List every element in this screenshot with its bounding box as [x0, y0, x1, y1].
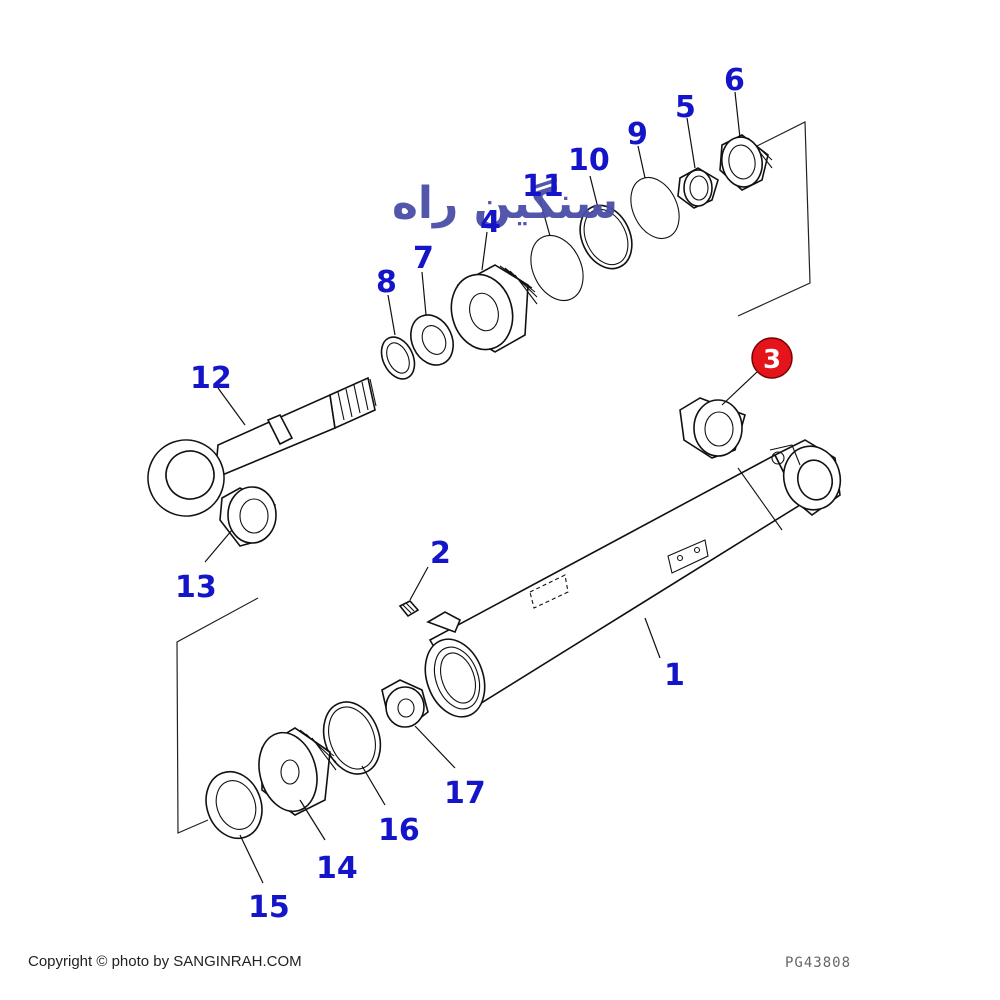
leader-line-11: [539, 199, 551, 237]
leader-line-15: [239, 834, 264, 884]
part-8-snap-ring: [380, 336, 416, 380]
leader-line-2: [409, 566, 429, 601]
callout-6: 6: [724, 63, 745, 98]
part-11-o-ring: [530, 235, 584, 301]
leader-line-17: [414, 725, 456, 769]
callout-8: 8: [376, 265, 397, 300]
leader-line-9: [637, 145, 646, 179]
leader-line-12: [217, 387, 246, 426]
part-7-seal-nut: [410, 314, 454, 366]
callout-2: 2: [430, 536, 451, 571]
leader-line-4: [481, 231, 488, 271]
part-5-bushing: [677, 167, 719, 209]
leader-line-16: [361, 765, 386, 806]
callout-10: 10: [568, 143, 610, 178]
callout-13: 13: [175, 570, 217, 605]
callout-5: 5: [675, 90, 696, 125]
part-1-cylinder-tube: [424, 439, 842, 718]
leader-line-6: [734, 91, 741, 139]
part-16-ring: [322, 701, 382, 775]
part-17-piston-nut: [381, 679, 429, 728]
part-15-wear-ring: [205, 770, 263, 840]
callout-11: 11: [522, 169, 564, 204]
leader-line-10: [589, 175, 599, 209]
part-3-bushing: [679, 397, 746, 459]
leader-line-8: [387, 294, 396, 336]
leader-line-3: [721, 371, 758, 406]
part-9-o-ring: [630, 176, 680, 240]
part-10-backup-ring: [579, 204, 633, 270]
callout-3: 3: [763, 345, 781, 375]
part-13-rod-eye-bushing: [219, 486, 277, 547]
leader-line-5: [686, 117, 696, 169]
part-12-piston-rod: [147, 376, 377, 517]
part-14-piston: [258, 727, 337, 816]
leader-line-7: [421, 271, 427, 316]
group-frame-rod-head: [737, 121, 811, 317]
callout-12: 12: [190, 361, 232, 396]
part-2-set-screw: [398, 600, 420, 618]
callout-9: 9: [627, 117, 648, 152]
drawing-code: PG43808: [785, 955, 852, 971]
part-4-cylinder-head: [450, 264, 538, 353]
callout-14: 14: [316, 851, 358, 886]
callout-16: 16: [378, 813, 420, 848]
callout-1: 1: [664, 658, 685, 693]
copyright-notice: Copyright © photo by SANGINRAH.COM: [28, 953, 302, 970]
callout-7: 7: [413, 241, 434, 276]
callout-17: 17: [444, 776, 486, 811]
leader-line-1: [644, 617, 661, 659]
highlight-badge-3: [751, 337, 793, 379]
part-6-dust-seal: [719, 134, 773, 191]
callout-15: 15: [248, 890, 290, 925]
leader-line-14: [299, 799, 326, 841]
leader-line-13: [204, 529, 233, 563]
callout-4: 4: [480, 205, 501, 240]
watermark-text: سنگین راه: [392, 177, 618, 229]
group-frame-piston: [176, 597, 259, 834]
watermark-logo: سنگین راه: [392, 177, 618, 229]
